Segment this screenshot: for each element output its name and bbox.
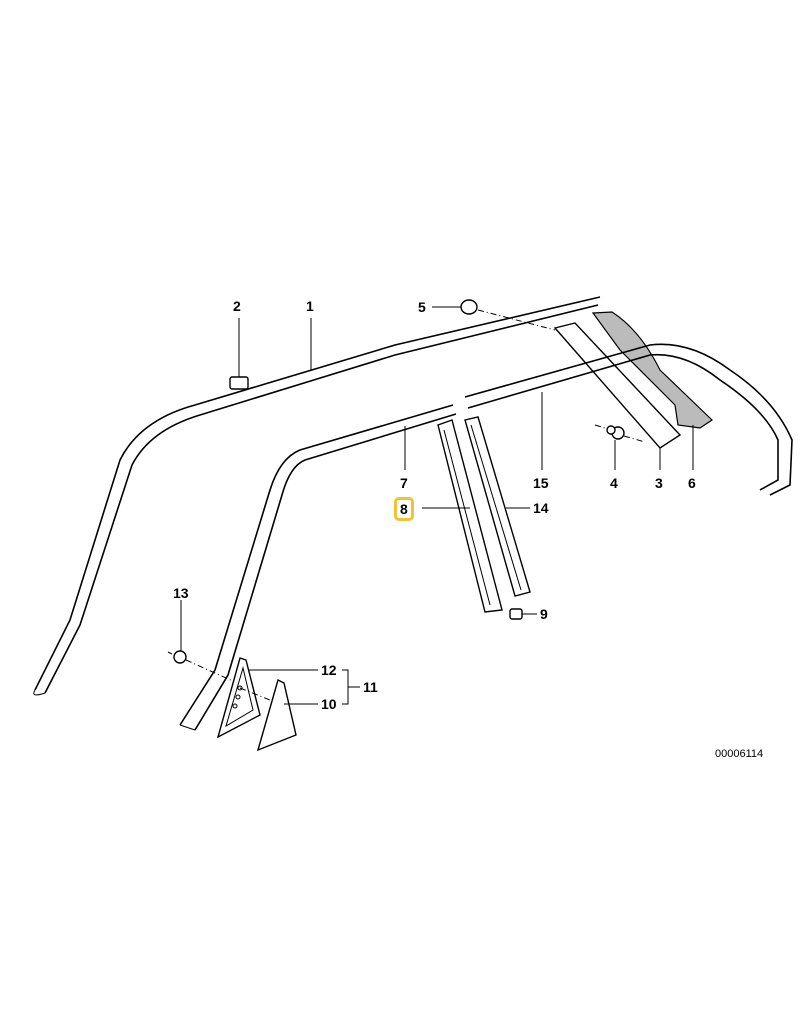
callout-12[interactable]: 12	[321, 662, 337, 678]
part-1-outer-molding	[33, 296, 601, 696]
part-4-screw	[594, 424, 646, 470]
part-15-molding	[464, 343, 793, 496]
part-12-triangle-frame	[216, 657, 318, 739]
callout-6[interactable]: 6	[688, 475, 696, 491]
part-3-panel	[553, 322, 682, 470]
catalog-number: 00006114	[715, 748, 764, 760]
callout-4[interactable]: 4	[610, 475, 618, 491]
part-8-pillar-trim	[422, 419, 503, 613]
part-13-nut	[167, 600, 236, 683]
callout-5[interactable]: 5	[418, 299, 426, 315]
part-6-seal	[591, 311, 713, 470]
part-5-grommet	[432, 299, 556, 331]
callout-15[interactable]: 15	[533, 475, 549, 491]
callout-14[interactable]: 14	[533, 500, 549, 516]
callout-11[interactable]: 11	[363, 679, 378, 695]
part-10-triangle-glass	[256, 678, 318, 752]
callout-13[interactable]: 13	[173, 585, 189, 601]
part-7-molding	[179, 404, 457, 731]
callout-3[interactable]: 3	[655, 475, 663, 491]
part-14-pillar-trim	[464, 416, 531, 597]
bracket-11	[342, 669, 360, 705]
callout-1[interactable]: 1	[306, 298, 314, 314]
callout-2[interactable]: 2	[233, 298, 241, 314]
part-2-clip	[229, 318, 249, 390]
callout-8-highlighted[interactable]: 8	[394, 497, 414, 521]
part-9-clip	[509, 608, 537, 620]
callout-10[interactable]: 10	[321, 696, 337, 712]
callout-9[interactable]: 9	[540, 606, 548, 622]
callout-7[interactable]: 7	[400, 475, 408, 491]
